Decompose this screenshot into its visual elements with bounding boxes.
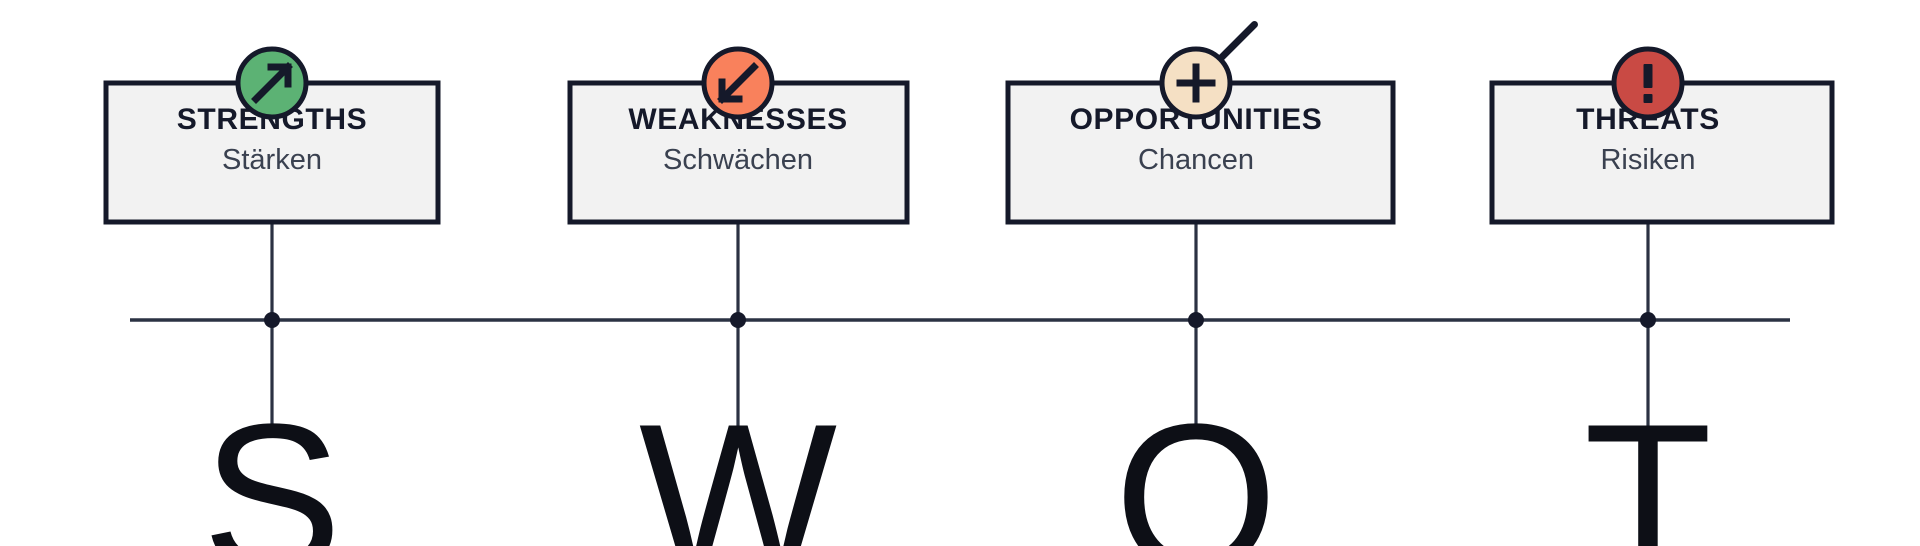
arrow-down-left-icon xyxy=(717,62,759,104)
badge-opportunities[interactable] xyxy=(1159,21,1258,120)
swot-item-threats: THREATSRisikenT xyxy=(1489,46,1835,546)
badge-threats[interactable] xyxy=(1611,46,1685,120)
axis-dot-weaknesses xyxy=(730,312,746,328)
axis-dot-threats xyxy=(1640,312,1656,328)
swot-letter-strengths: S xyxy=(202,380,342,546)
box-subtitle-strengths: Stärken xyxy=(222,144,322,176)
swot-letter-threats: T xyxy=(1584,380,1712,546)
zoom-in-plus-icon xyxy=(1176,63,1216,103)
swot-item-strengths: STRENGTHSStärkenS xyxy=(103,46,441,546)
swot-item-opportunities: OPPORTUNITIESChancenO xyxy=(1005,21,1396,546)
box-subtitle-weaknesses: Schwächen xyxy=(663,144,813,176)
box-subtitle-threats: Risiken xyxy=(1600,144,1695,176)
swot-item-weaknesses: WEAKNESSESSchwächenW xyxy=(567,46,910,546)
magnifier-handle-icon xyxy=(1213,21,1258,66)
badge-weaknesses[interactable] xyxy=(701,46,775,120)
arrow-up-right-icon xyxy=(251,62,293,104)
badge-strengths[interactable] xyxy=(235,46,309,120)
swot-letter-weaknesses: W xyxy=(639,380,837,546)
axis-dot-strengths xyxy=(264,312,280,328)
swot-items-layer: STRENGTHSStärkenSWEAKNESSESSchwächenWOPP… xyxy=(103,21,1835,546)
swot-letter-opportunities: O xyxy=(1114,380,1277,546)
exclamation-icon xyxy=(1643,64,1653,103)
box-subtitle-opportunities: Chancen xyxy=(1138,144,1254,176)
axis-dot-opportunities xyxy=(1188,312,1204,328)
